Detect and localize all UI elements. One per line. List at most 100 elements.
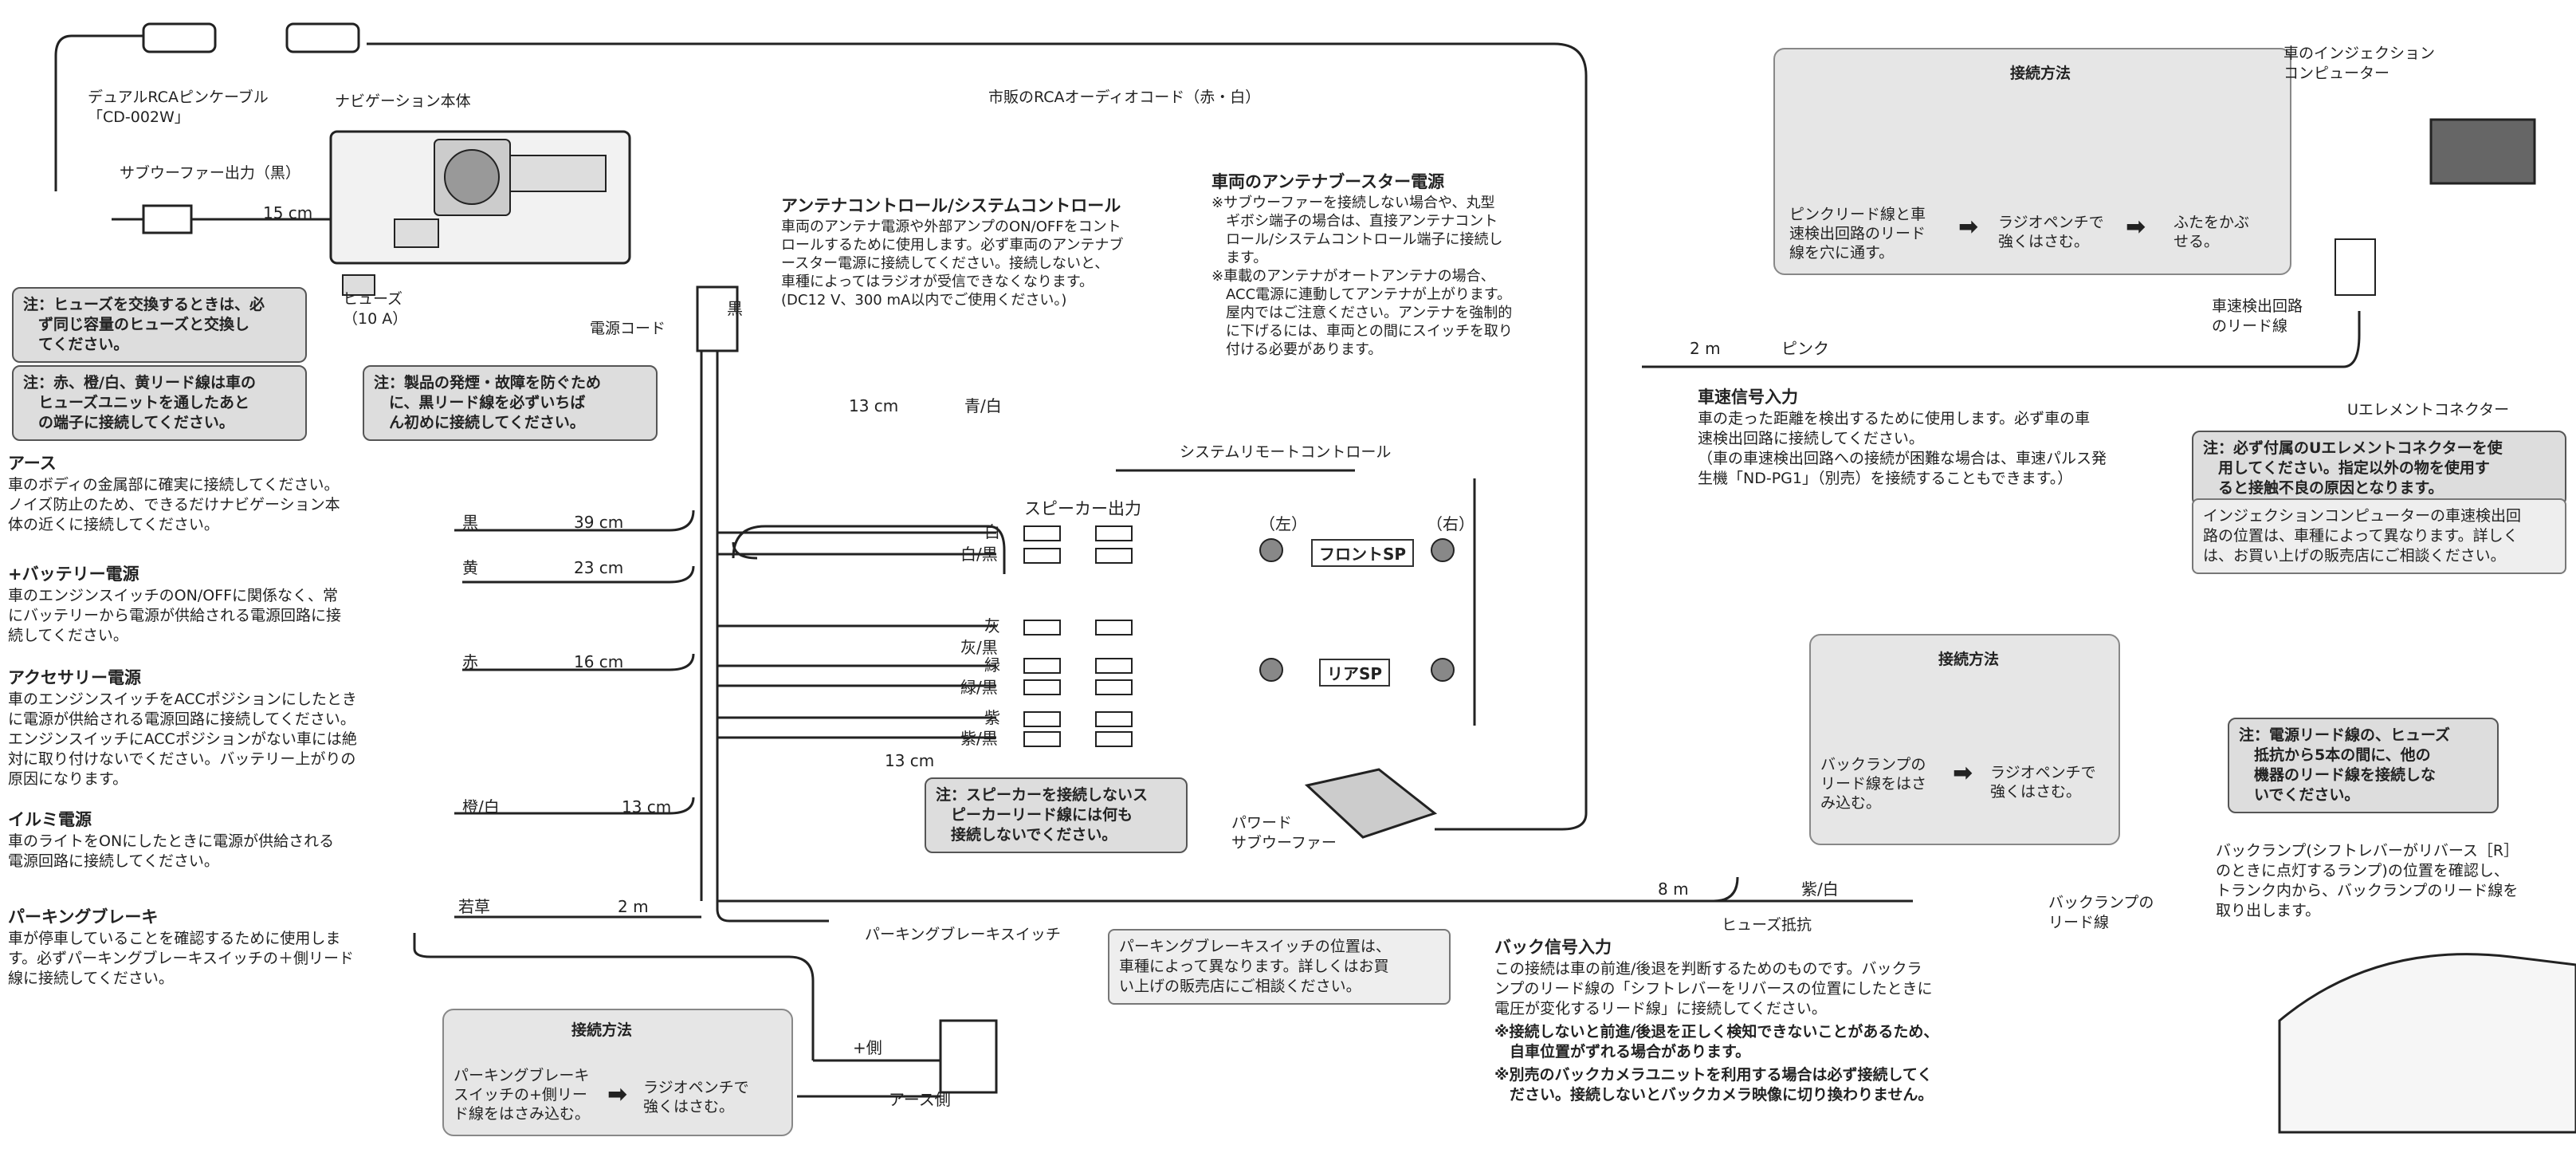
injection-computer — [2429, 118, 2536, 185]
speaker-length: 13 cm — [885, 751, 935, 770]
rear-right-speaker — [1431, 658, 1455, 682]
plus-side-label: +側 — [853, 1038, 882, 1057]
illumi-desc: 車のライトをONにしたときに電源が供給される 電源回路に接続してください。 — [8, 832, 335, 870]
earth-length: 39 cm — [574, 513, 624, 532]
rear-left-speaker — [1259, 658, 1283, 682]
speed-length: 2 m — [1690, 339, 1721, 358]
u-element-label: Uエレメントコネクター — [2347, 401, 2510, 419]
subwoofer-output-label: サブウーファー出力（黒） — [120, 164, 300, 182]
accessory-length: 16 cm — [574, 652, 624, 671]
navi-unit — [329, 130, 631, 265]
rca-cable-model: 「CD-002W」 — [88, 108, 190, 126]
method-back-box: 接続方法 バックランプの リード線をはさ み込む。 ➡ ラジオペンチで 強くはさ… — [1809, 634, 2120, 845]
earth-color: 黒 — [462, 513, 478, 532]
back-color: 紫/白 — [1801, 879, 1839, 899]
method-back-title: 接続方法 — [1938, 651, 2000, 668]
speed-lead-label: 車速検出回路 のリード線 — [2212, 297, 2303, 335]
speaker-wire-2: 白/黒 — [960, 545, 998, 564]
earth-side-label: アース側 — [889, 1090, 951, 1109]
antenna-length: 13 cm — [849, 396, 899, 415]
method-speed-step2: ラジオペンチで 強くはさむ。 — [1998, 214, 2104, 250]
method-back-arrow-icon: ➡ — [1953, 759, 1973, 787]
back-warn2: ※別売のバックカメラユニットを利用する場合は必ず接続してく ださい。接続しないと… — [1494, 1066, 1934, 1104]
booster-title: 車両のアンテナブースター電源 — [1211, 172, 1445, 191]
illumi-length: 13 cm — [622, 797, 672, 816]
method-parking-step2: ラジオペンチで 強くはさむ。 — [643, 1079, 749, 1116]
battery-length: 23 cm — [574, 558, 624, 577]
method-speed-arrow1-icon: ➡ — [1958, 213, 1979, 241]
rear-sp-label: リアSP — [1319, 659, 1391, 687]
backlamp-desc: バックランプ(シフトレバーがリバース［R］ のときに点灯するランプ)の位置を確認… — [2216, 842, 2519, 919]
back-lamp-lead-label: バックランプの リード線 — [2048, 894, 2154, 931]
method-speed-arrow2-icon: ➡ — [2126, 213, 2146, 241]
rca-cable-name: デュアルRCAピンケーブル — [88, 89, 269, 106]
car-illustration — [2278, 953, 2576, 1134]
speaker-right-label: （右） — [1427, 514, 1475, 533]
front-left-speaker — [1259, 538, 1283, 562]
earth-wire — [454, 510, 695, 532]
illumi-title: イルミ電源 — [8, 810, 92, 829]
method-parking-step1: パーキングブレーキ スイッチの+側リー ド線をはさみ込む。 — [454, 1067, 591, 1123]
length-15cm: 15 cm — [263, 203, 313, 222]
parking-color: 若草 — [458, 897, 490, 916]
battery-wire — [462, 565, 695, 584]
power-cord-label: 電源コード — [590, 320, 666, 337]
method-speed-box: 接続方法 ピンクリード線と車 速検出回路のリード 線を穴に通す。 ➡ ラジオペン… — [1773, 48, 2291, 275]
method-speed-step3: ふたをかぶ せる。 — [2174, 214, 2250, 250]
speed-desc: 車の走った距離を検出するために使用します。必ず車の車 速検出回路に接続してくださ… — [1698, 410, 2107, 487]
accessory-title: アクセサリー電源 — [8, 668, 141, 687]
speed-title: 車速信号入力 — [1698, 388, 1798, 407]
speaker-wire-1: 白 — [984, 522, 1000, 541]
back-title: バック信号入力 — [1494, 938, 1612, 957]
navi-unit-label: ナビゲーション本体 — [335, 92, 471, 110]
illumi-wire — [454, 797, 695, 815]
front-sp-label: フロントSP — [1311, 539, 1415, 567]
back-length: 8 m — [1658, 879, 1689, 899]
accessory-wire — [462, 653, 695, 671]
u-element-connector — [2334, 238, 2376, 296]
speaker-wire-3: 灰 — [984, 616, 1000, 635]
rca-audio-cord-label: 市販のRCAオーディオコード（赤・白） — [988, 89, 1261, 106]
speaker-wire-4: 灰/黒 — [960, 638, 998, 657]
parking-length: 2 m — [618, 897, 649, 916]
note-power-fuse: 注：電源リード線の、ヒューズ 抵抗から5本の間に、他の 機器のリード線を接続しな… — [2228, 718, 2499, 813]
black-wire-label: 黒 — [727, 299, 743, 318]
battery-title: +バッテリー電源 — [8, 565, 139, 584]
note-fuse: 注：ヒューズを交換するときは、必 ず同じ容量のヒューズと交換し てください。 — [12, 287, 307, 363]
speed-color: ピンク — [1781, 339, 1829, 358]
antenna-ctrl-desc: 車両のアンテナ電源や外部アンプのON/OFFをコント ロールするために使用します… — [781, 218, 1124, 309]
speaker-wire-5: 緑 — [984, 655, 1000, 675]
speaker-left-label: （左） — [1259, 514, 1307, 533]
note-speaker: 注：スピーカーを接続しないス ピーカーリード線には何も 接続しないでください。 — [925, 777, 1188, 853]
system-remote-label: システムリモートコントロール — [1180, 443, 1392, 461]
method-parking-box: 接続方法 パーキングブレーキ スイッチの+側リー ド線をはさみ込む。 ➡ ラジオ… — [442, 1009, 793, 1136]
speaker-wire-6: 緑/黒 — [960, 678, 998, 697]
powered-subwoofer — [1304, 768, 1438, 839]
fuse-holder — [342, 274, 375, 296]
parking-brake-switch — [939, 1019, 998, 1094]
method-parking-title: 接続方法 — [571, 1021, 633, 1039]
accessory-desc: 車のエンジンスイッチをACCポジションにしたとき に電源が供給される電源回路に接… — [8, 691, 357, 788]
rca-plug-left — [142, 22, 217, 53]
speaker-title: スピーカー出力 — [1024, 499, 1141, 518]
subwoofer-plug — [142, 204, 193, 234]
back-warn1: ※接続しないと前進/後退を正しく検知できないことがあるため、 自車位置がずれる場… — [1494, 1023, 1939, 1060]
powered-sub-label: パワード サブウーファー — [1231, 814, 1337, 852]
earth-title: アース — [8, 454, 57, 473]
note-u-element: 注：必ず付属のUエレメントコネクターを使 用してください。指定以外の物を使用す … — [2192, 431, 2566, 506]
back-desc: この接続は車の前進/後退を判断するためのものです。バックラ ンプのリード線の「シ… — [1494, 960, 1933, 1017]
rca-audio-cord-line — [367, 42, 1588, 654]
speaker-wire-7: 紫 — [984, 708, 1000, 727]
note-injection: インジェクションコンピューターの車速検出回 路の位置は、車種によって異なります。… — [2192, 498, 2566, 574]
power-connector — [696, 285, 739, 352]
note-black-first: 注：製品の発煙・故障を防ぐため に、黒リード線を必ずいちば ん初めに接続してくだ… — [363, 365, 658, 441]
parking-title: パーキングブレーキ — [8, 907, 159, 927]
injection-computer-label: 車のインジェクション コンピューター — [2283, 45, 2436, 82]
antenna-ctrl-title: アンテナコントロール/システムコントロール — [781, 196, 1121, 215]
booster-desc: ※サブウーファーを接続しない場合や、丸型 ギボシ端子の場合は、直接アンテナコント… — [1211, 195, 1513, 358]
method-speed-title: 接続方法 — [2010, 65, 2071, 82]
rca-plug-right — [285, 22, 360, 53]
note-parking-position: パーキングブレーキスイッチの位置は、 車種によって異なります。詳しくはお買 い上… — [1108, 929, 1451, 1005]
front-right-speaker — [1431, 538, 1455, 562]
